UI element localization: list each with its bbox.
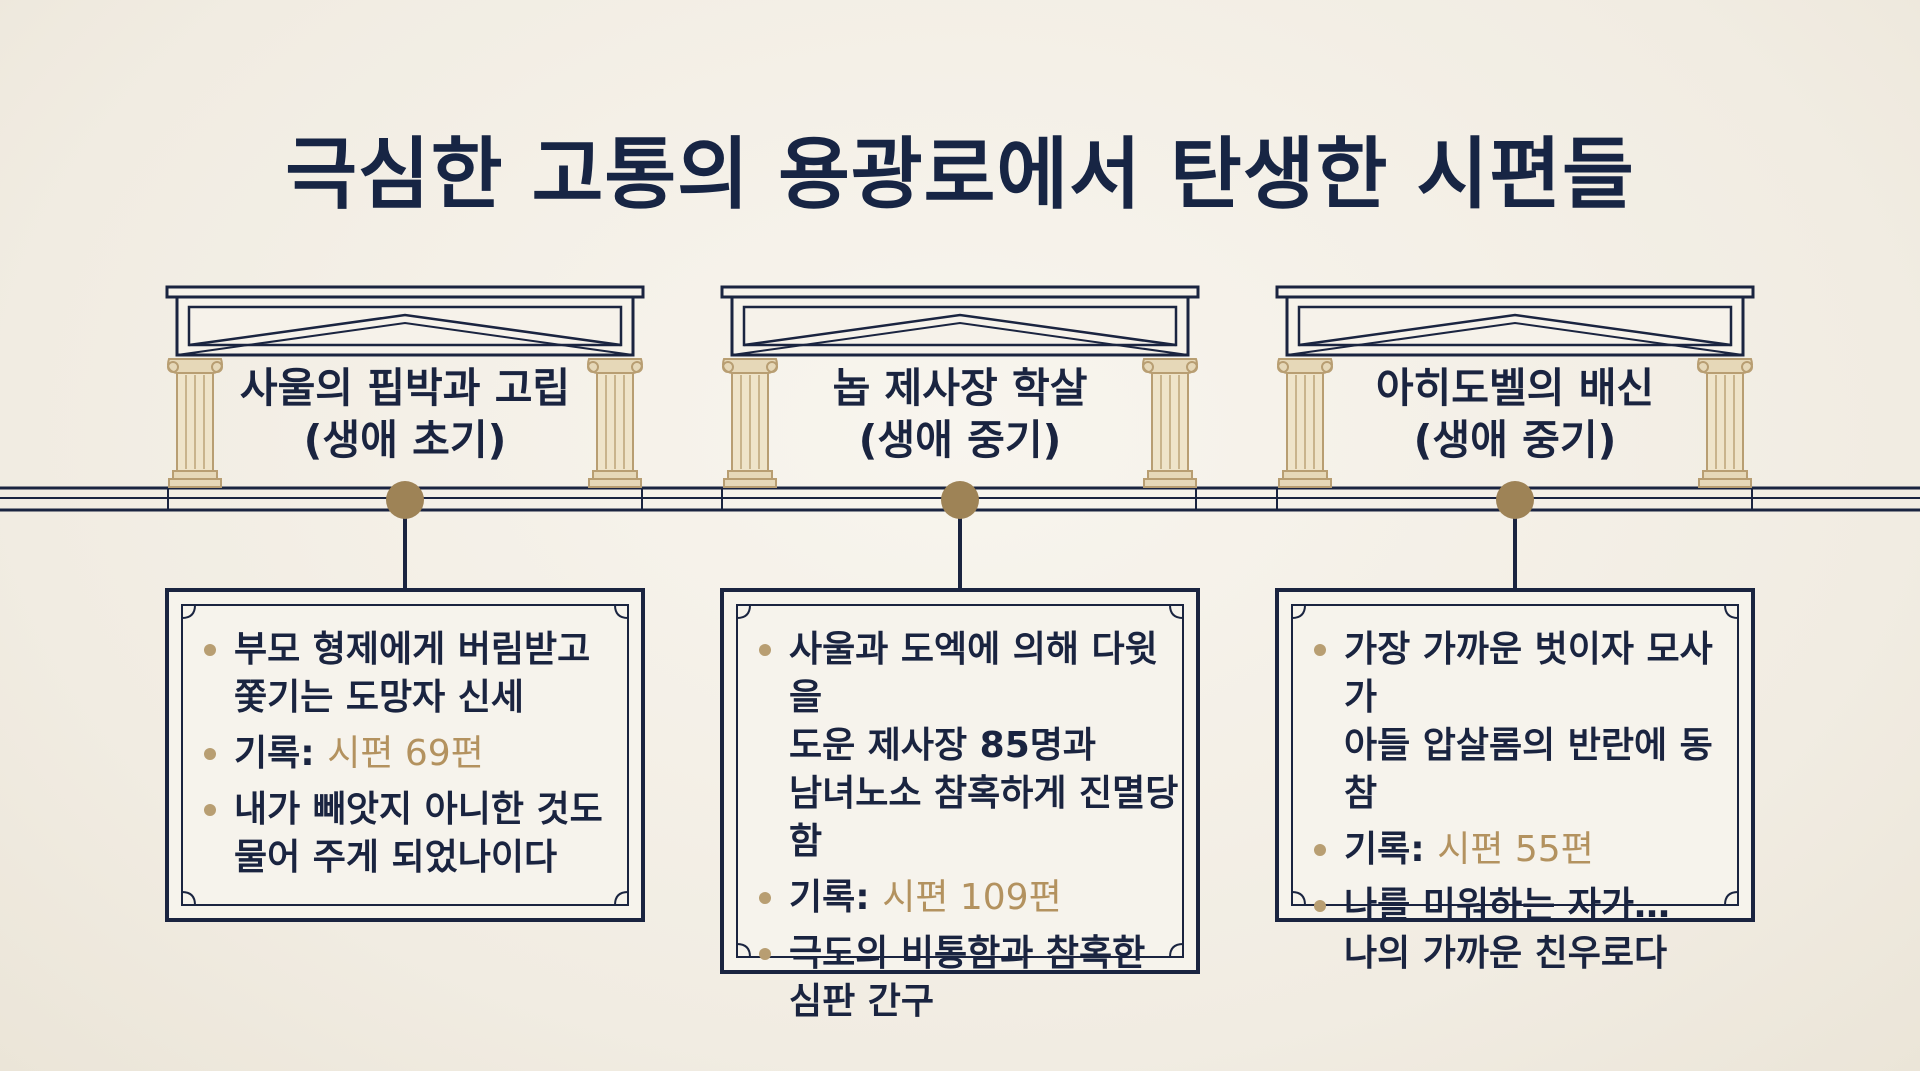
period-name: 사울의 핍박과 고립 (239, 364, 571, 412)
bullet-line: 내가 빼앗지 아니한 것도 (234, 789, 603, 830)
record-label: 기록: (234, 733, 315, 774)
detail-box-1: 부모 형제에게 버림받고 쫓기는 도망자 신세 기록: 시편 69편 내가 빼앗… (200, 626, 620, 890)
box-frame-2 (720, 588, 1200, 974)
bullet-item: 가장 가까운 벗이자 모사가 아들 압살롬의 반란에 동참 (1310, 626, 1740, 818)
bullet-item: 극도의 비통함과 참혹한 심판 간구 (755, 930, 1185, 1026)
bullet-line: 심판 간구 (789, 981, 935, 1022)
psalm-reference: 시편 109편 (882, 877, 1062, 918)
bullet-item: 나를 미워하는 자가… 나의 가까운 친우로다 (1310, 882, 1740, 978)
bullet-item: 부모 형제에게 버림받고 쫓기는 도망자 신세 (200, 626, 620, 722)
period-stage: (생애 중기) (1413, 416, 1617, 464)
bullet-item: 기록: 시편 55편 (1310, 826, 1740, 874)
bullet-line: 도운 제사장 85명과 (789, 725, 1097, 766)
bullet-list: 부모 형제에게 버림받고 쫓기는 도망자 신세 기록: 시편 69편 내가 빼앗… (200, 626, 620, 882)
record-label: 기록: (1344, 829, 1425, 870)
bullet-line: 사울과 도엑에 의해 다윗을 (789, 629, 1158, 718)
bullet-list: 가장 가까운 벗이자 모사가 아들 압살롬의 반란에 동참 기록: 시편 55편… (1310, 626, 1740, 978)
period-name: 놉 제사장 학살 (832, 364, 1088, 412)
timeline-node-3 (1496, 481, 1534, 519)
record-label: 기록: (789, 877, 870, 918)
bullet-list: 사울과 도엑에 의해 다윗을 도운 제사장 85명과 남녀노소 참혹하게 진멸당… (755, 626, 1185, 1026)
box-frame-3 (1275, 588, 1755, 922)
period-label-1: 사울의 핍박과 고립 (생애 초기) (165, 362, 645, 466)
psalm-reference: 시편 69편 (327, 733, 484, 774)
bullet-line: 물어 주게 되었나이다 (234, 837, 558, 878)
bullet-item: 내가 빼앗지 아니한 것도 물어 주게 되었나이다 (200, 786, 620, 882)
timeline-node-1 (386, 481, 424, 519)
bullet-item: 사울과 도엑에 의해 다윗을 도운 제사장 85명과 남녀노소 참혹하게 진멸당… (755, 626, 1185, 866)
bullet-item: 기록: 시편 109편 (755, 874, 1185, 922)
period-stage: (생애 중기) (858, 416, 1062, 464)
period-label-2: 놉 제사장 학살 (생애 중기) (720, 362, 1200, 466)
bullet-line: 아들 압살롬의 반란에 동참 (1344, 725, 1713, 814)
detail-box-2: 사울과 도엑에 의해 다윗을 도운 제사장 85명과 남녀노소 참혹하게 진멸당… (755, 626, 1185, 1034)
psalm-reference: 시편 55편 (1437, 829, 1594, 870)
box-frame-1 (165, 588, 645, 922)
bullet-line: 남녀노소 참혹하게 진멸당함 (789, 773, 1179, 862)
bullet-item: 기록: 시편 69편 (200, 730, 620, 778)
detail-box-3: 가장 가까운 벗이자 모사가 아들 압살롬의 반란에 동참 기록: 시편 55편… (1310, 626, 1740, 986)
bullet-line: 극도의 비통함과 참혹한 (789, 933, 1146, 974)
page-title: 극심한 고통의 용광로에서 탄생한 시편들 (285, 130, 1635, 220)
period-stage: (생애 초기) (303, 416, 507, 464)
period-label-3: 아히도벨의 배신 (생애 중기) (1275, 362, 1755, 466)
bullet-line: 나의 가까운 친우로다 (1344, 933, 1668, 974)
bullet-line: 나를 미워하는 자가… (1344, 885, 1671, 926)
bullet-line: 가장 가까운 벗이자 모사가 (1344, 629, 1713, 718)
bullet-line: 쫓기는 도망자 신세 (234, 677, 525, 718)
timeline-node-2 (941, 481, 979, 519)
bullet-line: 부모 형제에게 버림받고 (234, 629, 591, 670)
period-name: 아히도벨의 배신 (1375, 364, 1655, 412)
